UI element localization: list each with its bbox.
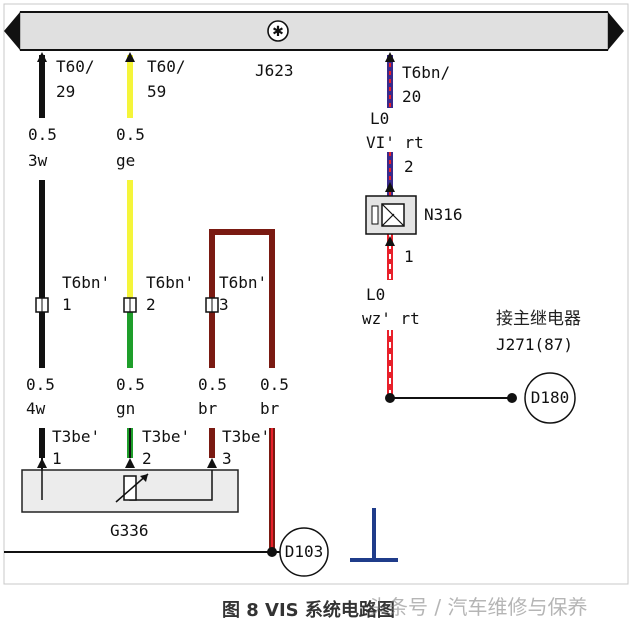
sensor-g336 <box>21 458 239 513</box>
w1-pin-bottom-1: T3be' <box>52 427 100 446</box>
valve-name: N316 <box>424 205 463 224</box>
relay-note-1: 接主继电器 <box>496 309 581 329</box>
ecu-bar-right-arrow <box>608 12 624 50</box>
connector-t6bn-2 <box>123 297 137 313</box>
ecu-icon <box>267 20 289 42</box>
valve-pin-top-2: 20 <box>402 87 421 106</box>
w3-connector-1: T6bn' <box>219 273 267 292</box>
w2-pin-bottom-1: T3be' <box>142 427 190 446</box>
ecu-bar <box>19 11 609 51</box>
w2-color-bottom: gn <box>116 399 135 418</box>
w3-gauge-bottom: 0.5 <box>198 375 227 394</box>
watermark: 头条号 / 汽车维修与保养 <box>368 595 587 619</box>
ecu-name: J623 <box>255 61 294 80</box>
w1-gauge-bottom: 0.5 <box>26 375 55 394</box>
valve-wire-top-1: L0 <box>370 109 389 128</box>
w2-connector-1: T6bn' <box>146 273 194 292</box>
valve-wire-bottom-1: L0 <box>366 285 385 304</box>
w1-connector-2: 1 <box>62 295 72 314</box>
w1-gauge-top: 0.5 <box>28 125 57 144</box>
w1-pin-top-2: 29 <box>56 82 75 101</box>
ground-d180-label: D180 <box>531 388 570 407</box>
sensor-name: G336 <box>110 521 149 540</box>
w1-connector-1: T6bn' <box>62 273 110 292</box>
relay-note-2: J271(87) <box>496 335 573 354</box>
wire-1 <box>37 52 47 480</box>
w3-pin-bottom-1: T3be' <box>222 427 270 446</box>
ground-symbol <box>350 508 398 562</box>
ecu-icon-symbol: ✱ <box>272 24 284 40</box>
figure-caption: 图 8 VIS 系统电路图 <box>222 599 395 621</box>
wire-2 <box>125 52 135 458</box>
w2-gauge-bottom: 0.5 <box>116 375 145 394</box>
w3-pin-bottom-2: 3 <box>222 449 232 468</box>
w1-color-top: 3w <box>28 151 48 170</box>
w1-pin-bottom-2: 1 <box>52 449 62 468</box>
wire-3-4-brown <box>209 229 275 548</box>
connector-t6bn-1 <box>35 297 49 313</box>
w2-gauge-top: 0.5 <box>116 125 145 144</box>
connector-t6bn-3 <box>205 297 219 313</box>
w3-connector-2: 3 <box>219 295 229 314</box>
valve-wire <box>385 52 517 403</box>
w2-pin-top-1: T60/ <box>147 57 186 76</box>
w4-gauge: 0.5 <box>260 375 289 394</box>
valve-wire-top-2: VI' rt <box>366 133 424 152</box>
valve-n316 <box>365 195 417 235</box>
ground-d103 <box>279 527 329 577</box>
diagram-frame <box>3 3 629 585</box>
w1-pin-top-1: T60/ <box>56 57 95 76</box>
w3-color-bottom: br <box>198 399 218 418</box>
valve-pin-out: 1 <box>404 247 414 266</box>
ground-d180 <box>524 372 576 424</box>
valve-wire-bottom-2: wz' rt <box>362 309 420 328</box>
ground-d103-label: D103 <box>285 542 324 561</box>
w2-pin-bottom-2: 2 <box>142 449 152 468</box>
ecu-bar-left-arrow <box>4 12 20 50</box>
w2-connector-2: 2 <box>146 295 156 314</box>
valve-pin-in: 2 <box>404 157 414 176</box>
valve-pin-top-1: T6bn/ <box>402 63 450 82</box>
w1-color-bottom: 4w <box>26 399 46 418</box>
w2-color-top: ge <box>116 151 135 170</box>
w2-pin-top-2: 59 <box>147 82 166 101</box>
w4-color: br <box>260 399 280 418</box>
junction-dot-d103 <box>267 547 277 557</box>
